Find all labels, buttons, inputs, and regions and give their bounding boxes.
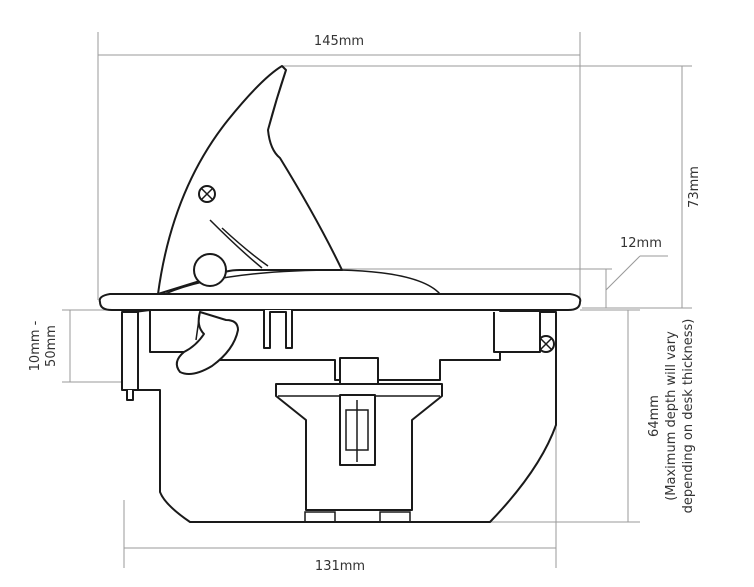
label-total-height: 73mm: [687, 166, 702, 208]
dimension-lines: [62, 32, 692, 568]
label-clamp-range-line2: 50mm: [44, 325, 59, 367]
label-depth-line3: depending on desk thickness): [681, 319, 696, 514]
label-depth-line2: (Maximum depth will vary: [664, 331, 679, 501]
cable-channel: [275, 357, 443, 511]
label-depth-line1: 64mm: [647, 395, 662, 437]
grommet-lid-flange: [98, 269, 582, 349]
cam-lever: [175, 311, 239, 375]
label-bottom-width: 131mm: [315, 559, 365, 574]
label-clamp-range-line1: 10mm -: [28, 320, 43, 371]
hinge-knob: [193, 253, 227, 287]
flip-up-cover: [157, 65, 343, 295]
label-top-width: 145mm: [314, 34, 364, 49]
dimension-labels: 145mm 73mm 12mm 10mm - 50mm 64mm (Maximu…: [28, 34, 702, 574]
label-lid-thickness: 12mm: [620, 236, 662, 251]
